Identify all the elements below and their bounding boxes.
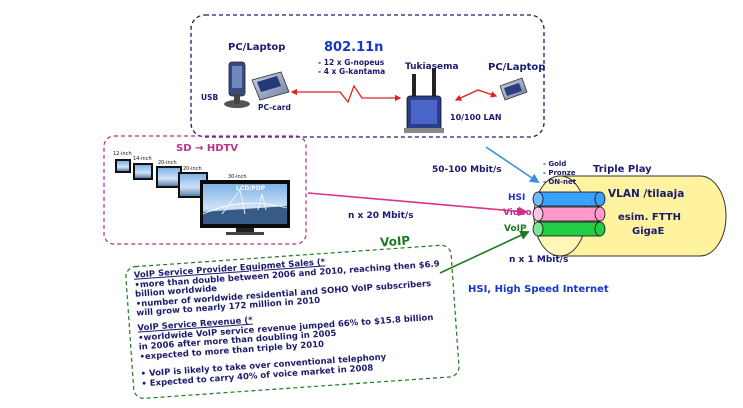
voip-to-fiber-arrow: [439, 230, 530, 274]
voip-box-border: [125, 244, 460, 399]
gigae-label: GigaE: [632, 226, 665, 237]
voip-box-group: [125, 244, 460, 399]
tv-size-label: 30-inch: [228, 174, 247, 180]
tv-set-icon: [115, 159, 131, 173]
usb-label: USB: [201, 93, 219, 102]
cable-video: [532, 206, 606, 222]
wifi-to-fiber-arrow: [485, 146, 540, 184]
hsi-caption: HSI, High Speed Internet: [468, 284, 609, 295]
tv-set-icon: [133, 163, 153, 180]
service-level-gold: - Gold: [543, 160, 567, 168]
wifi-rate-label: 50-100 Mbit/s: [432, 165, 502, 175]
pccard-label: PC-card: [258, 103, 291, 112]
right-device-title: PC/Laptop: [488, 62, 546, 73]
wifi-link-arrow: [290, 84, 402, 104]
wifi-standard-label: 802.11n: [324, 40, 384, 55]
wifi-box-border: [190, 14, 545, 138]
base-station-icon: [404, 68, 444, 133]
hdtv-title: SD → HDTV: [176, 143, 239, 154]
speed-note-1: - 12 x G-nopeus: [318, 58, 385, 67]
hdtv-box-border: [103, 135, 307, 245]
tv-size-label: 12-inch: [113, 151, 132, 157]
tv-set-icon: [156, 166, 182, 188]
big-tv-caption: LCD/PDP: [236, 185, 266, 192]
cable-voip: [532, 221, 606, 237]
cable-label-voip: VoIP: [504, 224, 527, 234]
tv-size-label: 20-inch: [158, 160, 177, 166]
hdtv-to-fiber-arrow: [307, 192, 528, 217]
hdtv-rate-label: n x 20 Mbit/s: [348, 211, 414, 221]
ftth-label: esim. FTTH: [618, 212, 681, 223]
tv-sets-group: [115, 159, 290, 235]
tv-size-label: 14-inch: [133, 156, 152, 162]
cable-label-hsi: HSI: [508, 193, 526, 203]
laptop-icon: [499, 77, 528, 101]
vlan-label: VLAN /tilaaja: [608, 188, 685, 200]
tv-size-label: 20-inch: [183, 166, 202, 172]
voip-title: VoIP: [379, 233, 411, 250]
lan-label: 10/100 LAN: [450, 113, 502, 122]
cable-label-video: Video: [503, 208, 532, 218]
speed-note-2: - 4 x G-kantama: [318, 67, 386, 76]
pc-card-icon: [251, 71, 290, 101]
service-level-onnet: - ON-net: [543, 178, 577, 186]
base-station-label: Tukiasema: [405, 62, 459, 72]
cable-hsi: [532, 191, 606, 207]
lan-link-arrow: [454, 89, 498, 101]
voip-rate-label: n x 1 Mbit/s: [509, 255, 569, 265]
large-flat-tv-icon: [200, 180, 290, 235]
voip-box: VoIP VoIP Service Provider Equipmet Sale…: [125, 233, 459, 399]
triple-play-title: Triple Play: [593, 164, 652, 175]
left-device-title: PC/Laptop: [228, 42, 286, 53]
usb-adapter-icon: [224, 61, 250, 108]
service-level-bronze: - Pronze: [543, 169, 576, 177]
